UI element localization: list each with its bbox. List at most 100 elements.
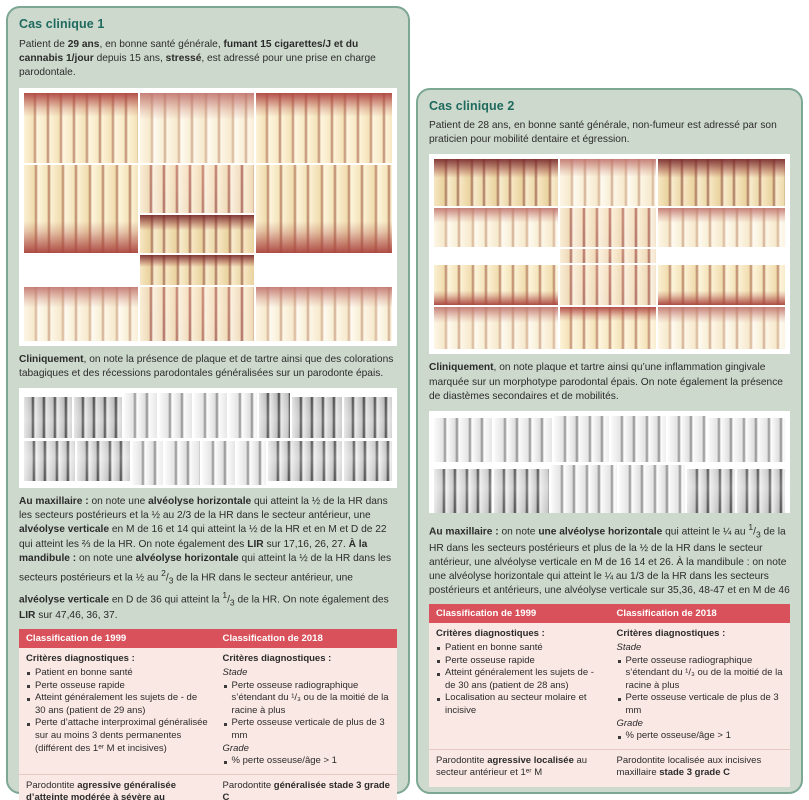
clinical-photo — [560, 159, 656, 207]
criteria-2018-cell: Critères diagnostiques : Stade Perte oss… — [609, 623, 790, 750]
radiograph — [194, 393, 227, 439]
clinical-photo — [658, 265, 785, 306]
radiograph — [551, 465, 617, 514]
list-item: % perte osseuse/âge > 1 — [223, 755, 391, 768]
case-2-radio-note: Au maxillaire : on note une alvéolyse ho… — [429, 522, 790, 597]
radiograph — [619, 465, 685, 514]
case-2-clinical-note: Cliniquement, on note plaque et tartre a… — [429, 362, 783, 402]
radiograph — [259, 393, 290, 439]
case-2-intro: Patient de 28 ans, en bonne santé généra… — [429, 120, 777, 146]
clinical-photo — [140, 286, 254, 341]
criteria-1999-list: Patient en bonne santé Perte osseuse rap… — [27, 667, 210, 755]
case-1-radio-note: Au maxillaire : on note une alvéolyse ho… — [19, 496, 392, 622]
clinical-photo — [140, 214, 254, 253]
case-1-radiograph-plate — [19, 388, 397, 489]
radiograph — [344, 397, 392, 439]
clinical-photo — [560, 208, 656, 248]
case-2-radiograph-plate — [429, 411, 790, 514]
table-header-row: Classification de 1999 Classification de… — [429, 604, 790, 624]
grade-label: Grade — [616, 717, 643, 729]
verdict-2018: Parodontite généralisée stade 3 grade C — [215, 773, 397, 800]
clinical-photo — [658, 159, 785, 207]
header-classification-2018: Classification de 2018 — [215, 629, 397, 649]
case-panel-1: Cas clinique 1 Patient de 29 ans, en bon… — [6, 6, 410, 800]
photo-gap — [256, 254, 392, 285]
case-1-clinical-note: Cliniquement, on note la présence de pla… — [19, 353, 394, 379]
radiograph — [124, 393, 157, 439]
clinical-photo — [256, 92, 392, 163]
clinical-photo — [434, 159, 558, 207]
radiograph — [687, 469, 735, 514]
radiograph — [434, 469, 492, 514]
header-classification-2018: Classification de 2018 — [609, 604, 790, 624]
clinical-photo — [658, 208, 785, 248]
list-item: Perte osseuse rapide — [27, 680, 210, 693]
radiograph — [237, 441, 266, 486]
grade-list: % perte osseuse/âge > 1 — [223, 755, 391, 768]
list-item: Perte osseuse radiographique s’étendant … — [617, 655, 785, 693]
list-item: Perte osseuse verticale de plus de 3 mm — [223, 717, 391, 742]
photo-gap — [434, 249, 558, 264]
clinical-photo — [560, 249, 656, 264]
clinical-photo — [140, 254, 254, 285]
clinical-photo — [24, 92, 138, 163]
criteria-1999-list: Patient en bonne santé Perte osseuse rap… — [437, 642, 604, 718]
radiograph — [165, 441, 200, 486]
case-2-classification-table: Classification de 1999 Classification de… — [429, 604, 790, 787]
radiograph — [77, 441, 130, 482]
clinical-photo — [256, 164, 392, 253]
criteria-1999-cell: Critères diagnostiques : Patient en bonn… — [19, 648, 216, 775]
table-criteria-row: Critères diagnostiques : Patient en bonn… — [429, 623, 790, 750]
list-item: Perte osseuse verticale de plus de 3 mm — [617, 692, 785, 717]
radiograph — [24, 441, 75, 482]
clinical-photo — [434, 208, 558, 248]
table-header-row: Classification de 1999 Classification de… — [19, 629, 397, 649]
radiograph — [24, 397, 72, 439]
list-item: Perte d’attache interproximal généralisé… — [27, 717, 210, 755]
radiograph — [202, 441, 235, 486]
radiograph — [668, 416, 706, 463]
photo-gap — [24, 254, 138, 285]
radiograph — [159, 393, 192, 439]
stade-list: Perte osseuse radiographique s’étendant … — [617, 655, 785, 718]
clinical-photo — [24, 286, 138, 341]
clinical-photo — [434, 307, 558, 350]
grade-label: Grade — [222, 742, 249, 754]
radiograph — [292, 397, 342, 439]
case-2-clinical-photo-plate — [429, 154, 790, 355]
case-1-intro: Patient de 29 ans, en bonne santé généra… — [19, 39, 376, 79]
list-item: Patient en bonne santé — [437, 642, 604, 655]
clinical-photo — [256, 286, 392, 341]
criteria-label: Critères diagnostiques : — [26, 653, 135, 665]
list-item: Localisation au secteur molaire et incis… — [437, 692, 604, 717]
radiograph — [611, 416, 666, 463]
stade-label: Stade — [616, 642, 642, 654]
list-item: Atteint généralement les sujets de - de … — [437, 667, 604, 692]
list-item: Perte osseuse radiographique s’étendant … — [223, 680, 391, 718]
radiograph — [434, 418, 492, 463]
case-1-classification-table: Classification de 1999 Classification de… — [19, 629, 397, 800]
radiograph — [494, 418, 552, 463]
radiograph — [132, 441, 163, 486]
case-1-title: Cas clinique 1 — [19, 17, 105, 31]
photo-gap — [658, 249, 785, 264]
case-panel-2: Cas clinique 2 Patient de 28 ans, en bon… — [416, 88, 803, 794]
verdict-1999: Parodontite agressive localisée au secte… — [429, 748, 610, 787]
stade-label: Stade — [222, 667, 248, 679]
grade-list: % perte osseuse/âge > 1 — [617, 730, 785, 743]
table-verdict-row: Parodontite agressive généralisée d’atte… — [19, 773, 397, 800]
case-2-title: Cas clinique 2 — [429, 99, 515, 113]
clinical-photo — [560, 265, 656, 306]
clinical-photo — [24, 164, 138, 253]
radiograph — [494, 469, 549, 514]
header-classification-1999: Classification de 1999 — [429, 604, 610, 624]
header-classification-1999: Classification de 1999 — [19, 629, 216, 649]
criteria-label: Critères diagnostiques : — [436, 628, 545, 640]
list-item: Atteint généralement les sujets de - de … — [27, 692, 210, 717]
radiograph — [268, 441, 342, 482]
case-1-clinical-photo-plate — [19, 87, 397, 346]
table-criteria-row: Critères diagnostiques : Patient en bonn… — [19, 648, 397, 775]
clinical-photo — [658, 307, 785, 350]
radiograph — [708, 418, 785, 463]
